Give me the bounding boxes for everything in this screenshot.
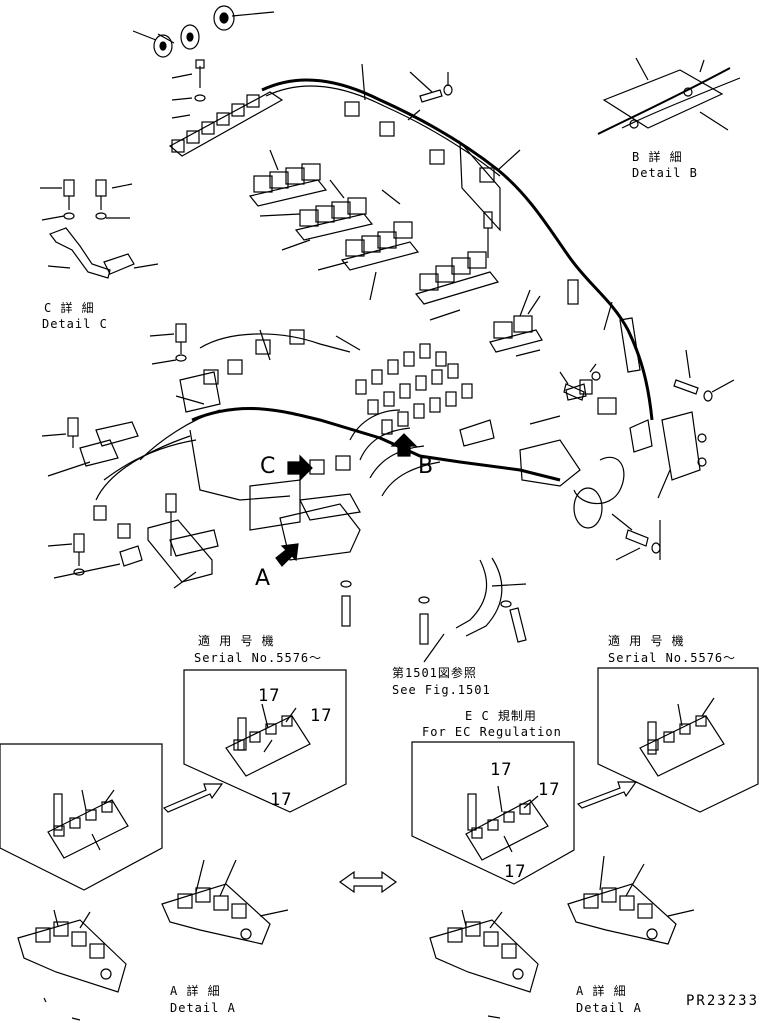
- detail-c-drawing: [40, 179, 159, 279]
- left-detail-box: [0, 743, 163, 891]
- detail-c-en-label: Detail C: [42, 317, 108, 331]
- relay-cluster-1: [248, 149, 328, 217]
- central-harness-body: [175, 329, 561, 561]
- relay-pair-right: [489, 279, 579, 357]
- detail-a-right: [429, 855, 695, 1019]
- marker-arrows: [275, 433, 418, 567]
- fuse-bank: [349, 343, 495, 497]
- serial-jp-right: 適 用 号 機: [608, 634, 685, 648]
- left-harness-assembly: [41, 323, 221, 589]
- serial-en-right: Serial No.5576～: [608, 651, 737, 665]
- drawing-id: PR23233: [686, 993, 760, 1009]
- fig-ref-jp: 第1501図参照: [392, 666, 477, 680]
- marker-a-label: A: [255, 566, 272, 591]
- qty-label-ec-2: 17: [538, 780, 561, 800]
- detail-a-jp-right: A 詳 細: [576, 984, 627, 998]
- relay-strip-top: [168, 59, 284, 157]
- marker-c-label: C: [260, 454, 277, 479]
- qty-label-serial-left-3: 17: [270, 790, 293, 810]
- detail-a-en-right: Detail A: [576, 1001, 642, 1015]
- serial-en-left: Serial No.5576～: [194, 651, 323, 665]
- relay-cluster-2: [281, 179, 374, 251]
- ec-box: [411, 741, 575, 885]
- serial-box-left: [183, 669, 347, 813]
- serial-jp-left: 適 用 号 機: [198, 634, 275, 648]
- serial-box-right: [597, 667, 759, 813]
- detail-c-jp-label: C 詳 細: [44, 301, 95, 315]
- marker-b-label: B: [418, 454, 435, 479]
- qty-label-ec-1: 17: [490, 760, 513, 780]
- transition-arrows: [162, 781, 638, 894]
- harness-right-branch: [519, 301, 735, 560]
- relay-cluster-4: [414, 211, 500, 321]
- qty-label-serial-left-2: 17: [310, 706, 333, 726]
- detail-a-left: [17, 859, 289, 1021]
- grommet-set-top: [132, 5, 275, 58]
- relay-cluster-3: [317, 189, 420, 301]
- detail-a-en-left: Detail A: [170, 1001, 236, 1015]
- detail-b-jp-label: B 詳 細: [632, 150, 683, 164]
- ec-en-label: For EC Regulation: [422, 725, 562, 739]
- detail-a-jp-left: A 詳 細: [170, 984, 221, 998]
- bolt-top-center: [409, 71, 453, 103]
- detail-b-en-label: Detail B: [632, 166, 698, 180]
- ec-jp-label: E C 規制用: [465, 709, 537, 723]
- fig-ref-en: See Fig.1501: [392, 683, 491, 697]
- lower-bolts: [340, 557, 527, 663]
- detail-b-drawing: [597, 57, 741, 135]
- qty-label-serial-left-1: 17: [258, 686, 281, 706]
- qty-label-ec-3: 17: [504, 862, 527, 882]
- bolt-right-lower: [611, 513, 661, 561]
- main-harness-upper: [261, 63, 654, 421]
- bolt-center: [559, 371, 585, 401]
